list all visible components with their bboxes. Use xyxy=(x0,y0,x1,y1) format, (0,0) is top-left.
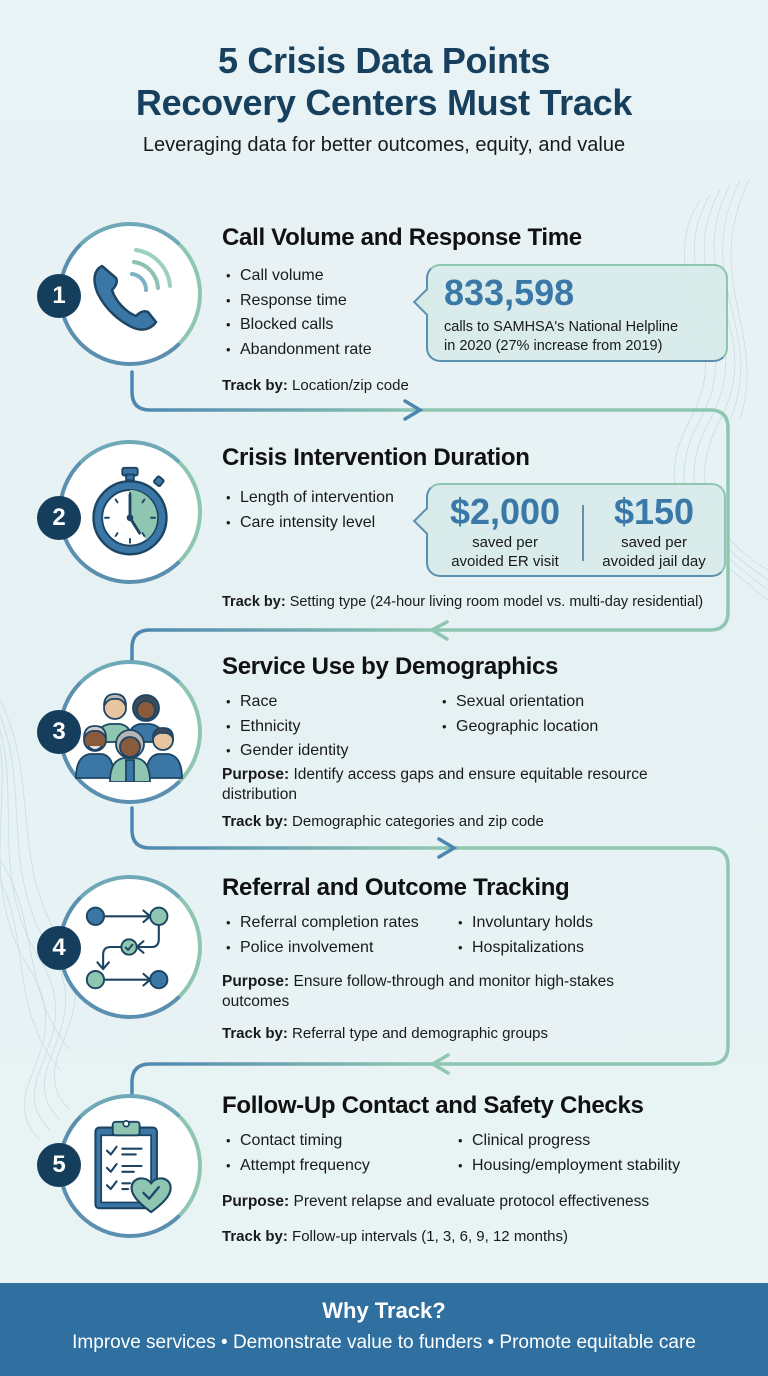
bullet-item: Attempt frequency xyxy=(226,1154,370,1179)
stat-callout: 833,598 calls to SAMHSA's National Helpl… xyxy=(426,264,728,362)
section-title: Referral and Outcome Tracking xyxy=(222,874,570,901)
stat-value: $150 xyxy=(613,491,695,532)
title-line-1: 5 Crisis Data Points xyxy=(217,40,551,81)
footer-title: Why Track? xyxy=(322,1298,446,1323)
purpose-value: Identify access gaps and ensure equitabl… xyxy=(222,766,648,803)
step-number-badge: 1 xyxy=(37,274,81,318)
stat-value: $2,000 xyxy=(449,491,561,532)
step-number-badge: 5 xyxy=(37,1143,81,1187)
purpose-label: Purpose: xyxy=(222,973,290,990)
bullet-list-left: Contact timing Attempt frequency xyxy=(226,1129,370,1178)
bullet-item: Ethnicity xyxy=(226,715,349,740)
bullet-item: Race xyxy=(226,690,349,715)
stat-caption: calls to SAMHSA's National Helpline in 2… xyxy=(444,318,678,356)
stat-caption-line: avoided ER visit xyxy=(451,553,559,570)
title-line-2: Recovery Centers Must Track xyxy=(135,82,633,123)
referral-flow-icon xyxy=(85,906,169,990)
bullet-item: Abandonment rate xyxy=(226,338,372,363)
purpose: Purpose: Ensure follow-through and monit… xyxy=(222,972,662,1012)
section-title: Service Use by Demographics xyxy=(222,653,559,680)
icon-circle xyxy=(58,440,202,584)
stat-caption-line: saved per xyxy=(472,534,538,551)
purpose: Purpose: Identify access gaps and ensure… xyxy=(222,765,692,805)
step-number-badge: 3 xyxy=(37,710,81,754)
stat-callout: $2,000 saved per avoided ER visit $150 s… xyxy=(426,483,726,577)
header: 5 Crisis Data Points Recovery Centers Mu… xyxy=(0,40,768,157)
track-value: Setting type (24-hour living room model … xyxy=(285,594,704,610)
track-by: Track by: Demographic categories and zip… xyxy=(222,812,544,832)
stat-divider xyxy=(582,505,584,561)
track-label: Track by: xyxy=(222,1228,288,1245)
track-label: Track by: xyxy=(222,1025,288,1042)
purpose-value: Prevent relapse and evaluate protocol ef… xyxy=(289,1193,650,1210)
purpose: Purpose: Prevent relapse and evaluate pr… xyxy=(222,1192,649,1212)
stat-caption: saved per avoided jail day xyxy=(584,533,724,571)
bullet-list: Call volume Response time Blocked calls … xyxy=(226,264,372,362)
purpose-label: Purpose: xyxy=(222,766,290,783)
stopwatch-icon xyxy=(92,466,168,556)
phone-icon xyxy=(93,248,172,331)
track-by: Track by: Location/zip code xyxy=(222,376,409,396)
track-by: Track by: Setting type (24-hour living r… xyxy=(222,592,703,612)
track-label: Track by: xyxy=(222,594,286,610)
bullet-item: Contact timing xyxy=(226,1129,370,1154)
stat-caption: saved per avoided ER visit xyxy=(428,533,582,571)
section-title: Call Volume and Response Time xyxy=(222,224,582,251)
stat-jail-day: $150 saved per avoided jail day xyxy=(584,485,724,571)
bullet-list-right: Involuntary holds Hospitalizations xyxy=(458,911,593,960)
clipboard-heart-icon xyxy=(94,1120,172,1214)
track-by: Track by: Follow-up intervals (1, 3, 6, … xyxy=(222,1227,568,1247)
stat-er-visit: $2,000 saved per avoided ER visit xyxy=(428,485,582,571)
bullet-item: Blocked calls xyxy=(226,313,372,338)
step-number-badge: 4 xyxy=(37,926,81,970)
bullet-item: Call volume xyxy=(226,264,372,289)
stat-value: 833,598 xyxy=(444,272,575,313)
bullet-item: Care intensity level xyxy=(226,511,394,536)
footer-subtitle: Improve services • Demonstrate value to … xyxy=(72,1332,696,1353)
bullet-item: Hospitalizations xyxy=(458,936,593,961)
stat-caption-line: in 2020 (27% increase from 2019) xyxy=(444,338,663,354)
purpose-label: Purpose: xyxy=(222,1193,290,1210)
track-by: Track by: Referral type and demographic … xyxy=(222,1024,548,1044)
bullet-list-right: Clinical progress Housing/employment sta… xyxy=(458,1129,680,1178)
icon-circle xyxy=(58,660,202,804)
bullet-item: Gender identity xyxy=(226,739,349,764)
page-subtitle: Leveraging data for better outcomes, equ… xyxy=(142,134,626,156)
bullet-list-left: Referral completion rates Police involve… xyxy=(226,911,419,960)
stat-caption-line: avoided jail day xyxy=(602,553,706,570)
people-group-icon xyxy=(75,693,183,782)
bullet-item: Involuntary holds xyxy=(458,911,593,936)
section-title: Crisis Intervention Duration xyxy=(222,444,530,471)
track-label: Track by: xyxy=(222,813,288,830)
track-value: Referral type and demographic groups xyxy=(287,1025,549,1042)
icon-circle xyxy=(58,222,202,366)
track-value: Demographic categories and zip code xyxy=(287,813,544,830)
bullet-item: Geographic location xyxy=(442,715,598,740)
stat-caption-line: saved per xyxy=(621,534,687,551)
track-value: Location/zip code xyxy=(287,377,409,394)
bullet-list-left: Race Ethnicity Gender identity xyxy=(226,690,349,764)
bullet-item: Police involvement xyxy=(226,936,419,961)
bullet-item: Housing/employment stability xyxy=(458,1154,680,1179)
stat-caption-line: calls to SAMHSA's National Helpline xyxy=(444,319,679,335)
track-value: Follow-up intervals (1, 3, 6, 9, 12 mont… xyxy=(287,1228,568,1245)
bullet-item: Clinical progress xyxy=(458,1129,680,1154)
bullet-item: Referral completion rates xyxy=(226,911,419,936)
section-title: Follow-Up Contact and Safety Checks xyxy=(222,1092,644,1119)
icon-circle xyxy=(58,1094,202,1238)
bullet-item: Sexual orientation xyxy=(442,690,598,715)
bullet-list-right: Sexual orientation Geographic location xyxy=(442,690,598,739)
page-title: 5 Crisis Data Points Recovery Centers Mu… xyxy=(0,40,768,124)
bullet-list: Length of intervention Care intensity le… xyxy=(226,486,394,535)
purpose-value: Ensure follow-through and monitor high-s… xyxy=(222,973,614,1010)
bullet-item: Response time xyxy=(226,289,372,314)
step-number-badge: 2 xyxy=(37,496,81,540)
track-label: Track by: xyxy=(222,377,288,394)
why-track-footer: Why Track? Improve services • Demonstrat… xyxy=(0,1283,768,1376)
bullet-item: Length of intervention xyxy=(226,486,394,511)
